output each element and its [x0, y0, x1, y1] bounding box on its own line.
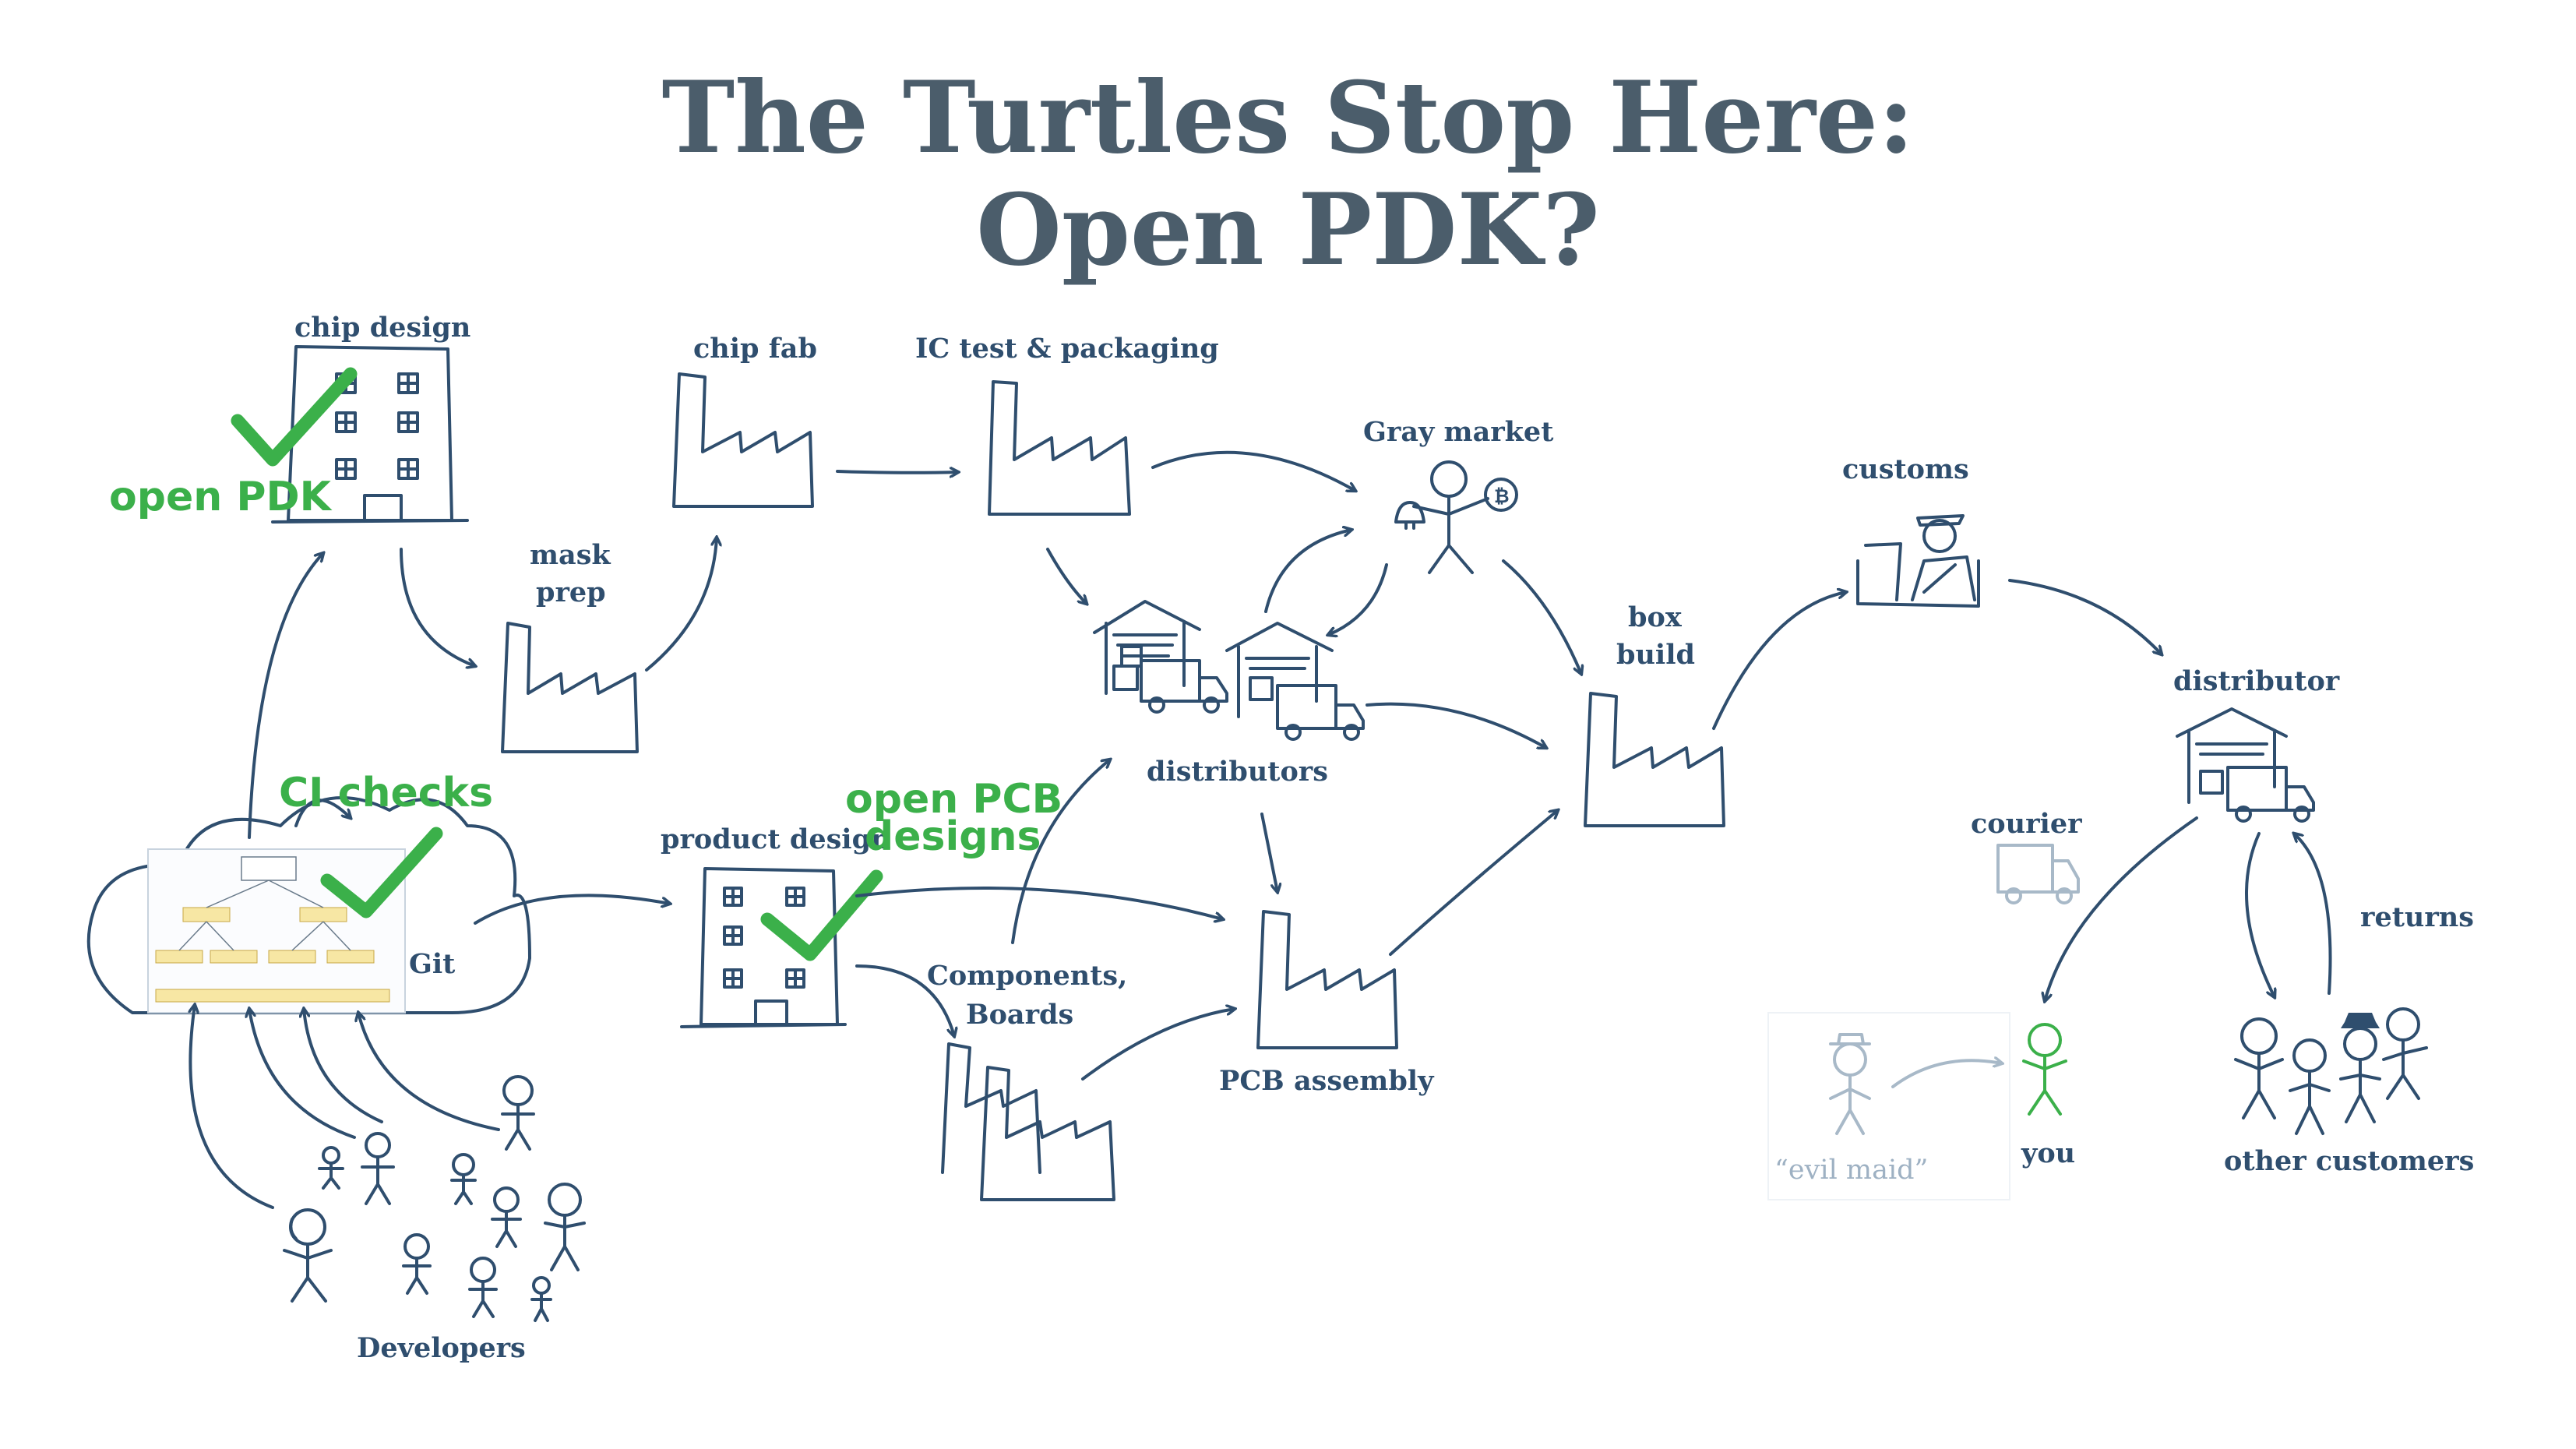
label-returns: returns — [2360, 901, 2474, 933]
label-customs: customs — [1842, 453, 1969, 485]
courier-truck-icon — [1996, 844, 2080, 904]
label-ic-test: IC test & packaging — [915, 333, 1219, 365]
label-components-line1: Components, — [927, 960, 1128, 992]
label-distributor: distributor — [2173, 665, 2340, 697]
customs-officer-icon — [1856, 514, 1980, 608]
product-design-checkmark-icon — [760, 869, 883, 961]
svg-text:₿: ₿ — [1494, 485, 1510, 507]
label-courier: courier — [1971, 808, 2082, 840]
evil-maid-person-icon — [1829, 1033, 1871, 1135]
warehouse-icon — [1225, 622, 1365, 741]
label-components-line2: Boards — [966, 999, 1074, 1031]
annotation-open-pcb-line1: open PCB — [845, 776, 1063, 823]
ic-test-factory-icon — [988, 380, 1131, 516]
label-chip-design: chip design — [294, 312, 471, 344]
evil-maid-arrow — [1891, 1060, 2002, 1088]
label-gray-market: Gray market — [1363, 416, 1554, 448]
evil-maid-panel — [1767, 1012, 2010, 1200]
annotation-ci-checks: CI checks — [279, 770, 494, 816]
you-person-icon — [2022, 1023, 2067, 1116]
gray-market-person-icon: ₿ — [1394, 460, 1518, 574]
warehouse-icon — [1093, 600, 1228, 714]
annotation-open-pdk: open PDK — [109, 474, 331, 520]
developers-group-icon — [283, 1075, 586, 1322]
label-evil-maid: “evil maid” — [1774, 1155, 1929, 1186]
label-chip-fab: chip fab — [693, 333, 817, 365]
pcb-assembly-factory-icon — [1256, 910, 1398, 1049]
bell-icon — [1394, 501, 1425, 530]
label-product-design: product design — [661, 823, 891, 855]
label-box-build-line2: build — [1616, 639, 1695, 671]
chip-design-building-icon — [271, 345, 469, 524]
mask-prep-factory-icon — [501, 622, 639, 753]
bitcoin-icon — [1484, 478, 1518, 512]
label-mask-prep-line2: prep — [536, 576, 606, 608]
label-git: Git — [409, 948, 456, 980]
product-design-building-icon — [680, 867, 847, 1028]
label-box-build-line1: box — [1628, 601, 1682, 633]
label-developers: Developers — [357, 1332, 526, 1364]
label-mask-prep-line1: mask — [530, 539, 611, 571]
ci-checkmark-icon — [320, 827, 443, 918]
components-factory-icon — [941, 1042, 1041, 1174]
other-customers-group-icon — [2234, 1007, 2428, 1135]
chip-fab-factory-icon — [672, 372, 814, 508]
page-subtitle: Open PDK? — [976, 172, 1600, 287]
page-title: The Turtles Stop Here: — [661, 60, 1915, 175]
box-build-factory-icon — [1584, 692, 1725, 827]
label-you: you — [2021, 1137, 2076, 1169]
label-pcb-assembly: PCB assembly — [1219, 1065, 1434, 1097]
label-other-customers: other customers — [2224, 1145, 2475, 1177]
distributor-warehouse-icon — [2176, 707, 2315, 823]
annotation-open-pcb-line2: designs — [865, 813, 1041, 860]
label-distributors: distributors — [1147, 756, 1328, 788]
components-factory-icon — [980, 1066, 1115, 1201]
git-cloud-icon — [86, 796, 531, 1014]
chip-design-checkmark-icon — [231, 367, 358, 467]
flow-arrows — [190, 450, 2332, 1209]
